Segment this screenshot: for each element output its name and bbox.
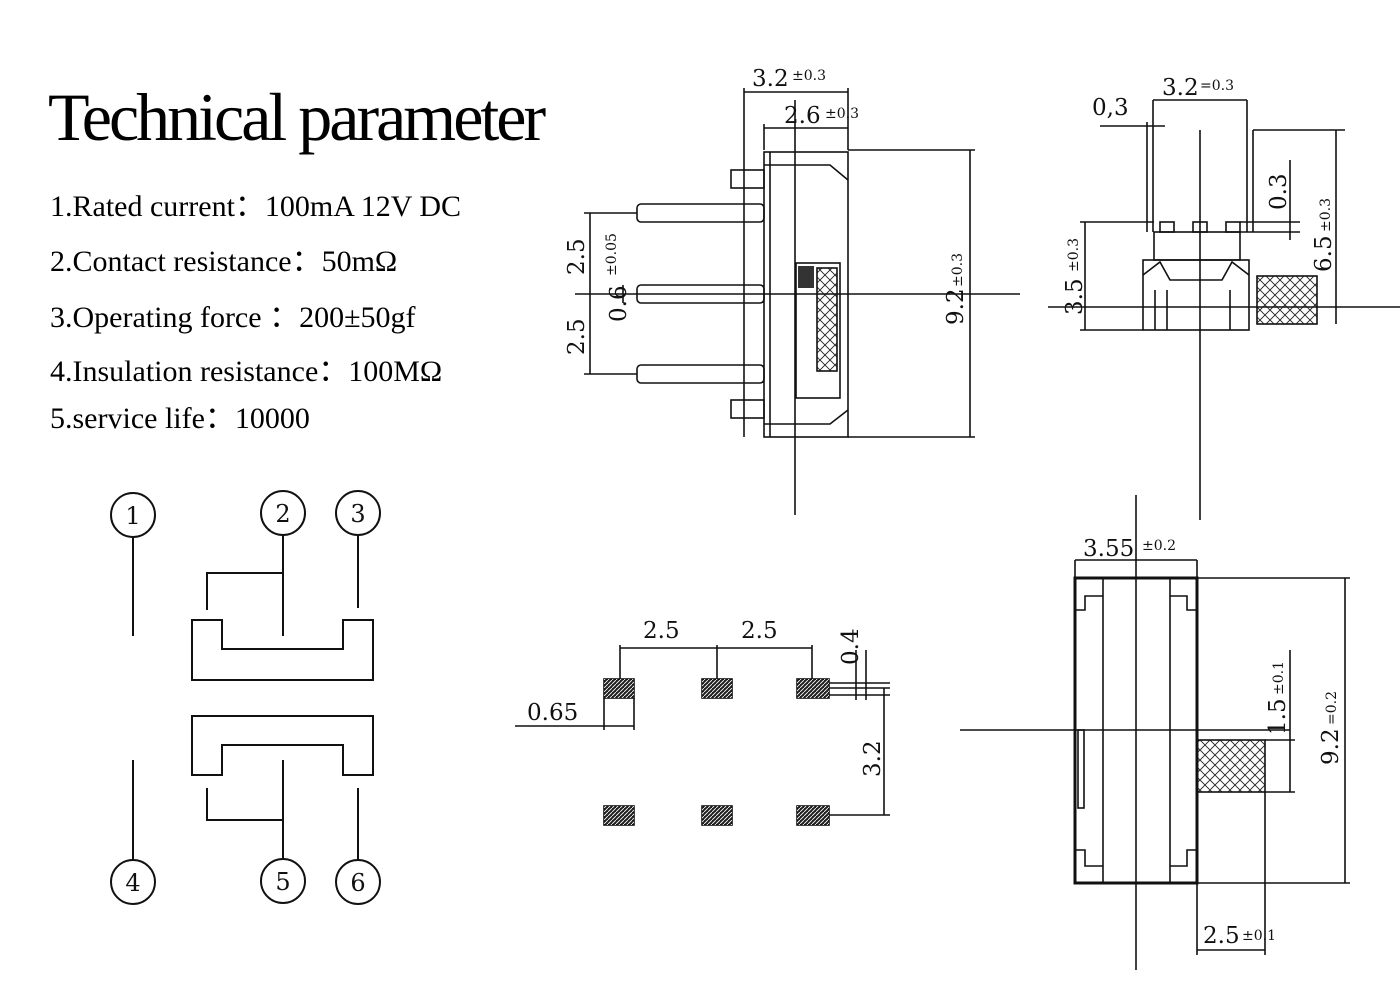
- dim-side-pin-tol: ±0.05: [604, 233, 620, 276]
- pin-3-label: 3: [350, 500, 365, 528]
- dim-top-length-tol: =0.2: [1324, 691, 1340, 725]
- param-contact-resistance: 2.Contact resistance：50mΩ: [50, 245, 397, 278]
- dim-front-total: 6.5: [1311, 235, 1337, 272]
- front-view-body: [1142, 259, 1250, 331]
- pad-layout-dimensions: 2.5 2.5 0.4 0.65 3.2: [527, 618, 886, 777]
- dim-side-height: 9.2: [943, 288, 969, 325]
- param-insulation-resistance: 4.Insulation resistance：100MΩ: [50, 355, 442, 388]
- dim-front-body-tol: ±0.3: [1066, 238, 1082, 272]
- dim-side-height-tol: ±0.3: [950, 253, 966, 287]
- dim-pad-pitch-b: 2.5: [741, 618, 778, 644]
- pin-5-label: 5: [275, 868, 290, 896]
- dim-side-pitch-a: 2.5: [564, 238, 590, 275]
- dim-front-total-tol: ±0.3: [1318, 198, 1334, 232]
- front-view: [1048, 99, 1400, 520]
- dim-top-actuator-tol: ±0.1: [1271, 661, 1287, 695]
- dim-top-actuator: 1.5: [1265, 698, 1291, 735]
- dim-side-inner: 2.6: [784, 103, 821, 129]
- dim-top-travel-tol: ±0.1: [1242, 928, 1276, 944]
- param-operating-force: 3.Operating force ：200±50gf: [50, 301, 416, 334]
- lead-bottom: [636, 364, 765, 384]
- dim-front-gap: 0,3: [1092, 95, 1129, 121]
- dim-pad-row: 3.2: [860, 740, 886, 777]
- dim-pad-pitch-a: 2.5: [643, 618, 680, 644]
- dim-front-lead: 0.3: [1266, 173, 1292, 210]
- dim-top-length: 9.2: [1318, 728, 1344, 765]
- pin-1-label: 1: [125, 502, 140, 530]
- dim-front-width: 3.2: [1162, 75, 1199, 101]
- parameter-list: 1.Rated current：100mA 12V DC 2.Contact r…: [50, 190, 461, 435]
- side-view-slider: [795, 262, 841, 399]
- top-view-dimensions: 3.55 ±0.2 1.5 ±0.1 9.2 =0.2 2.5 ±0.1: [1083, 536, 1344, 949]
- dim-pad-width: 0.65: [527, 700, 578, 726]
- dim-front-body: 3.5: [1062, 278, 1088, 315]
- side-view-dimensions: 3.2 ±0.3 2.6 ±0.3 9.2 ±0.3 2.5 2.5 0.6 ±…: [564, 66, 969, 355]
- pin-4-label: 4: [125, 869, 140, 897]
- lower-contact-bar: [191, 715, 374, 776]
- top-view: [960, 495, 1350, 970]
- dim-top-width-tol: ±0.2: [1142, 538, 1176, 554]
- front-view-dimensions: 3.2 =0.3 0,3 0.3 6.5 ±0.3 3.5 ±0.3: [1062, 75, 1337, 315]
- dim-side-pitch-b: 2.5: [564, 318, 590, 355]
- pad-layout: [515, 645, 890, 826]
- dim-front-width-tol: =0.3: [1200, 78, 1234, 94]
- pin-labels: 1 2 3 4 5 6: [125, 500, 365, 897]
- side-view: [575, 88, 1020, 515]
- upper-contact-bar: [191, 619, 374, 681]
- dim-side-top-tol: ±0.3: [792, 68, 826, 84]
- dim-side-pin: 0.6: [606, 285, 632, 322]
- dim-pad-height: 0.4: [838, 628, 864, 665]
- top-view-actuator: [1196, 739, 1266, 793]
- lead-top: [636, 203, 765, 223]
- switch-schematic: [110, 490, 381, 905]
- param-rated-current: 1.Rated current：100mA 12V DC: [50, 190, 461, 223]
- pin-2-label: 2: [275, 500, 290, 528]
- page-title: Technical parameter: [48, 79, 546, 155]
- front-view-actuator: [1256, 275, 1318, 325]
- dim-side-top: 3.2: [752, 66, 789, 92]
- dim-top-travel: 2.5: [1203, 923, 1240, 949]
- param-service-life: 5.service life：10000: [50, 402, 310, 435]
- dim-side-inner-tol: ±0.3: [825, 106, 859, 122]
- pin-6-label: 6: [350, 869, 365, 897]
- dim-top-width: 3.55: [1083, 536, 1134, 562]
